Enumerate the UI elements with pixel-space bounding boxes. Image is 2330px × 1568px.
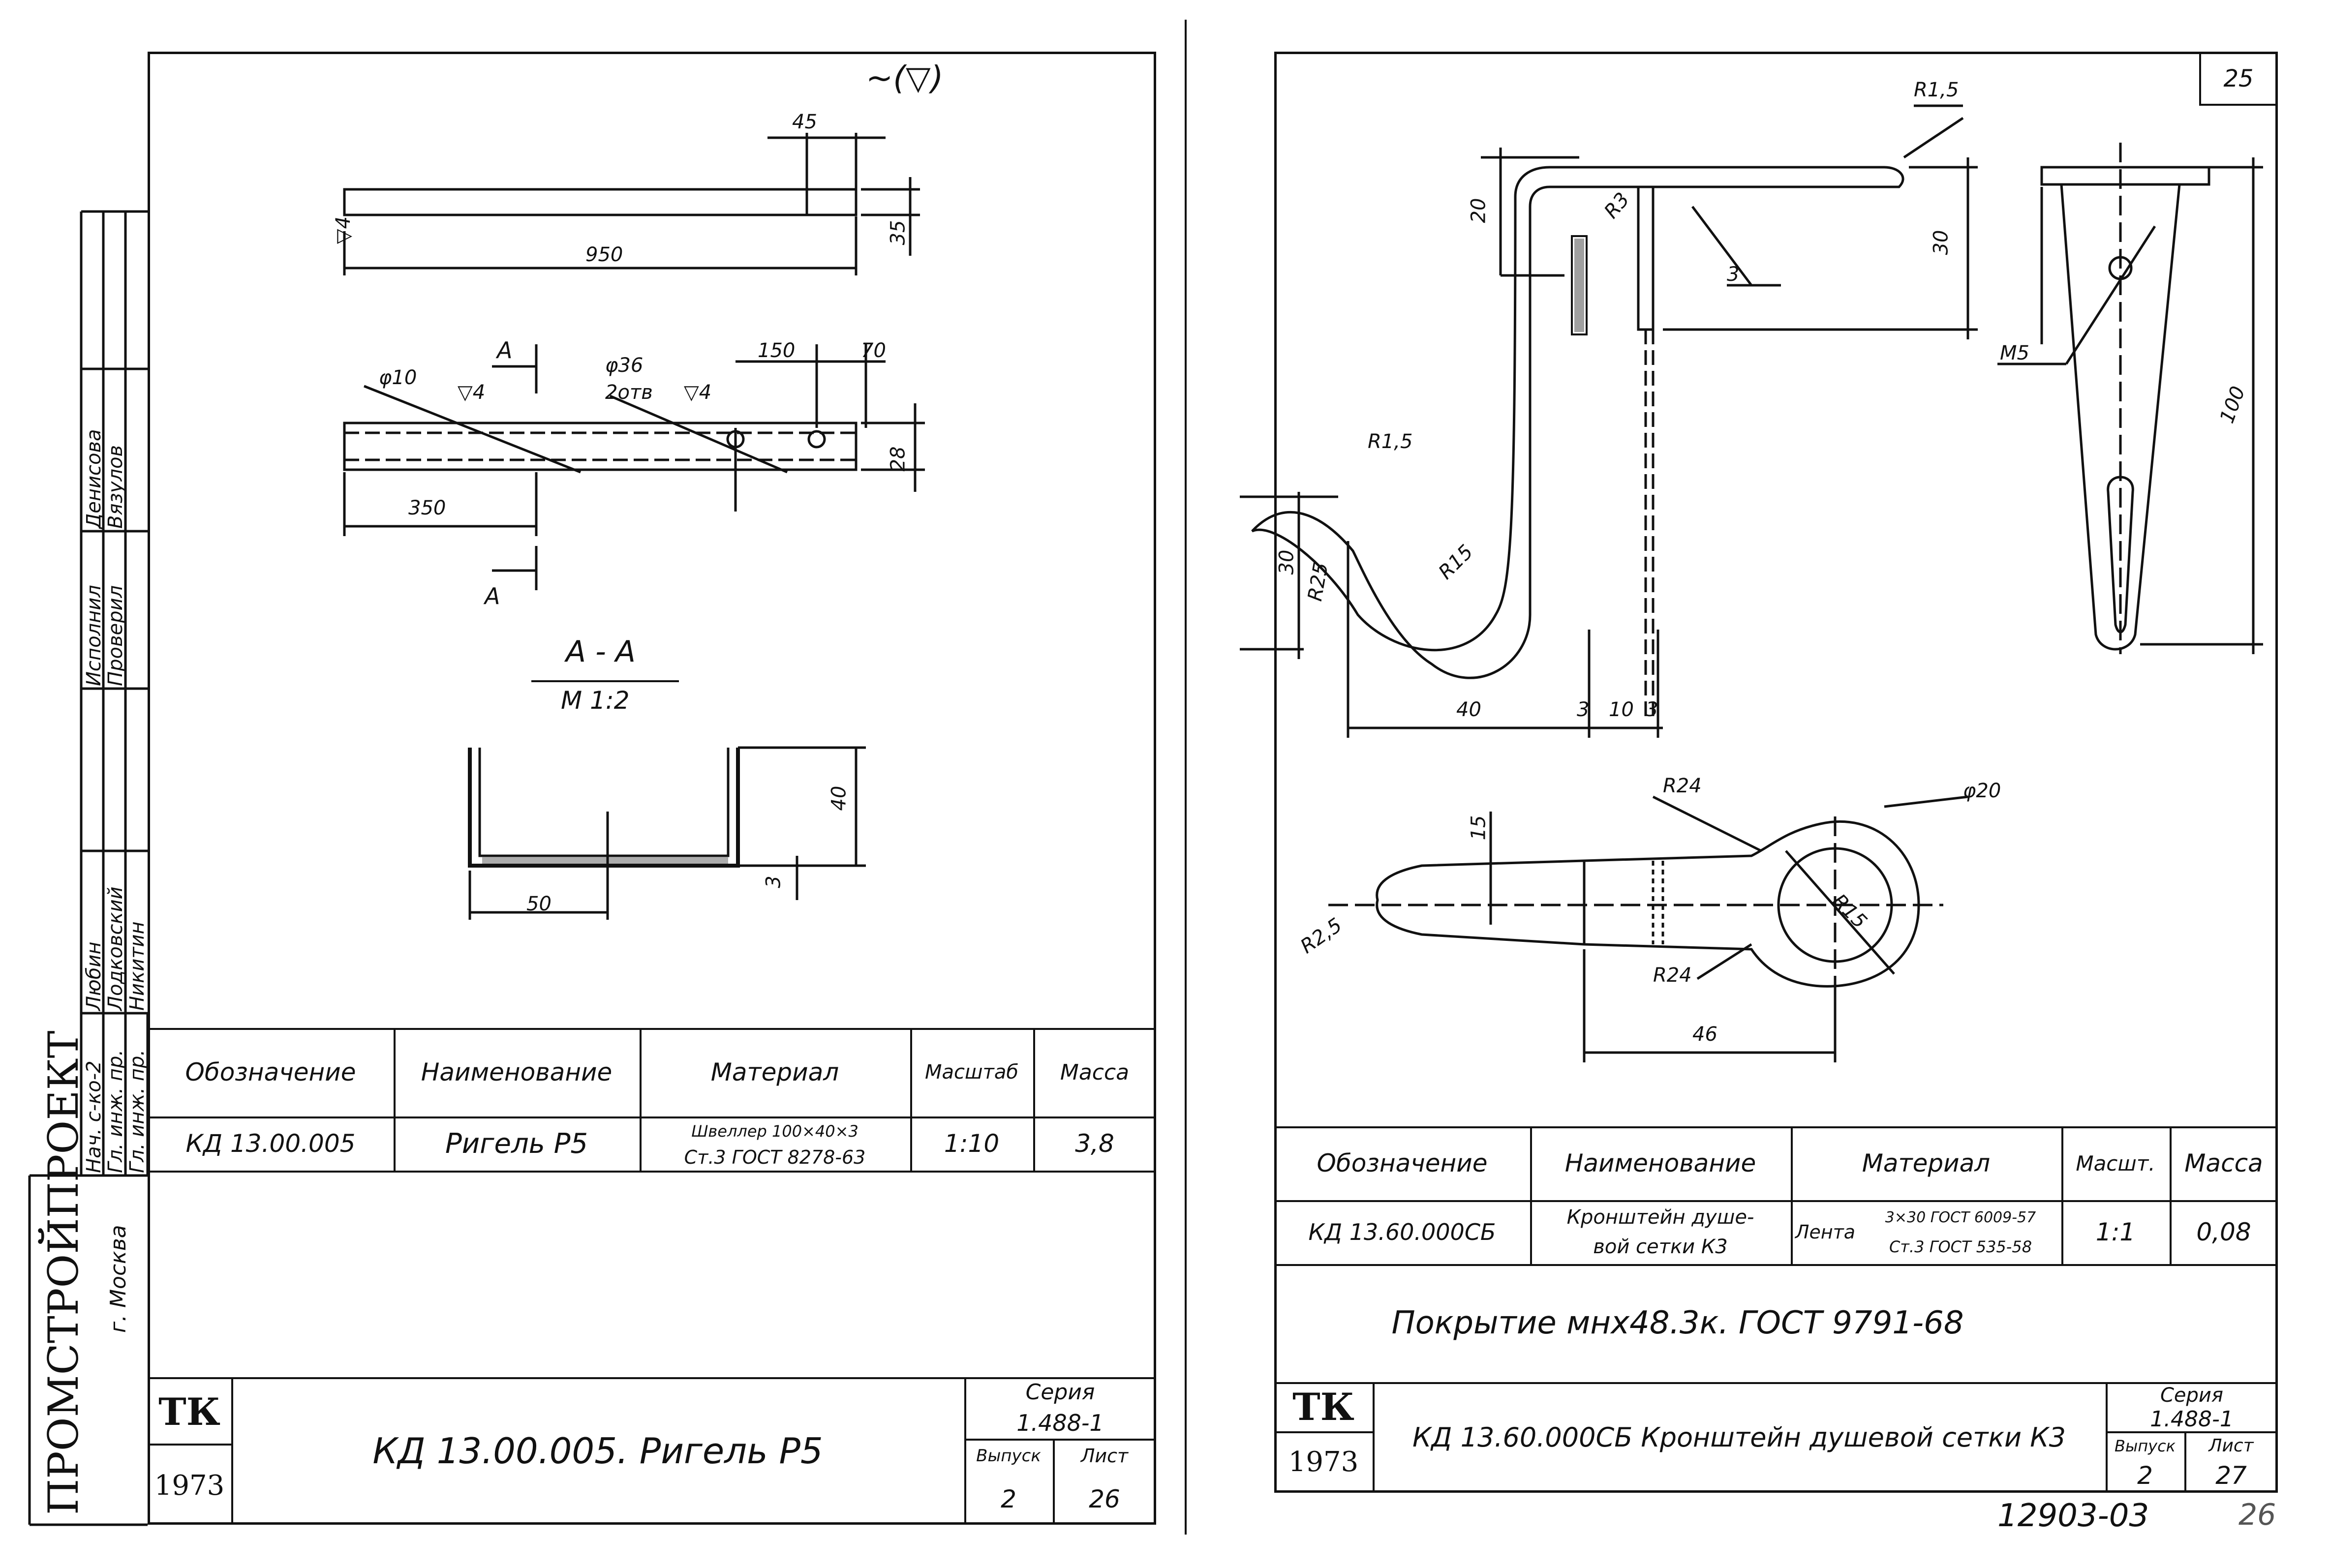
right-row-scale: 1:1 <box>2095 1218 2136 1246</box>
signature-name-4: Денисова <box>83 429 105 529</box>
right-series-label: Серия <box>2160 1384 2223 1407</box>
org-name: ПРОМСТРОЙПРОЕКТ <box>39 1030 88 1515</box>
dim-rough-4-a: ▽4 <box>332 216 355 244</box>
signature-name-2: Лодковский <box>104 886 127 1011</box>
left-row-scale: 1:10 <box>944 1129 1000 1158</box>
dim-end-to-hole: 70 <box>861 339 886 362</box>
left-year: 1973 <box>154 1469 225 1502</box>
doc-number: 12903-03 <box>1997 1498 2149 1534</box>
left-sheet-label: Лист <box>1080 1445 1129 1467</box>
org-city: г. Москва <box>106 1225 131 1333</box>
dim-from-start: 350 <box>408 497 446 519</box>
dim-r24-bottom: R24 <box>1653 964 1692 987</box>
left-row-material-2: Ст.3 ГОСТ 8278-63 <box>684 1146 866 1168</box>
dim-3-weld: 3 <box>1727 263 1740 286</box>
left-issue: 2 <box>1001 1484 1016 1513</box>
dim-hole-small: φ10 <box>379 366 417 389</box>
left-row-mass: 3,8 <box>1075 1129 1114 1158</box>
left-header-designation: Обозначение <box>185 1058 356 1086</box>
cut-label-top: А <box>497 337 513 363</box>
signature-role-5: Проверил <box>104 585 127 686</box>
dim-30: 30 <box>1930 230 1953 255</box>
left-header-name: Наименование <box>421 1058 613 1086</box>
cut-label-bottom: А <box>485 583 500 609</box>
signature-role-3: Гл. инж. пр. <box>126 1049 149 1173</box>
right-row-material-2: Ст.3 ГОСТ 535-58 <box>1889 1237 2032 1256</box>
dim-r15-top: R1,5 <box>1914 79 1959 101</box>
dim-rough-4-c: ▽4 <box>684 381 712 404</box>
right-sheet-frame <box>1274 52 2278 1493</box>
coating-note: Покрытие мнх48.3к. ГОСТ 9791-68 <box>1391 1305 1964 1341</box>
dim-height: 35 <box>887 220 910 245</box>
right-row-mass: 0,08 <box>2196 1218 2251 1246</box>
dim-46: 46 <box>1692 1023 1717 1046</box>
dim-section-height: 40 <box>828 785 851 811</box>
right-tk-logo: ТК <box>1292 1385 1354 1429</box>
dim-rough-4-b: ▽4 <box>458 381 486 404</box>
roughness-mark: ~(▽) <box>866 59 944 97</box>
right-row-name-2: вой сетки К3 <box>1593 1236 1728 1258</box>
right-sheet-number: 27 <box>2215 1461 2247 1490</box>
left-header-mass: Масса <box>1060 1059 1130 1085</box>
signature-role-1: Нач. с-ко-2 <box>83 1060 105 1173</box>
corner-number: 25 <box>2223 65 2254 92</box>
right-header-mass: Масса <box>2184 1149 2263 1177</box>
dim-40: 40 <box>1456 698 1481 721</box>
right-title: КД 13.60.000СБ Кронштейн душевой сетки К… <box>1412 1422 2066 1453</box>
signature-role-4: Исполнил <box>83 585 105 686</box>
left-series: 1.488-1 <box>1016 1409 1104 1436</box>
corner-number-box <box>2199 52 2278 106</box>
signature-name-3: Никитин <box>126 921 149 1011</box>
dim-r24-top: R24 <box>1663 775 1702 797</box>
right-row-material-prefix: Лента <box>1795 1221 1856 1243</box>
right-issue-label: Выпуск <box>2115 1436 2176 1455</box>
right-header-scale: Масшт. <box>2076 1151 2155 1176</box>
dim-30-left: 30 <box>1275 549 1298 575</box>
left-row-name: Ригель Р5 <box>445 1127 588 1160</box>
signature-name-5: Вязулов <box>104 445 127 529</box>
right-row-name-1: Кронштейн душе- <box>1566 1206 1754 1229</box>
dim-hole-count: 2отв <box>605 381 653 404</box>
left-header-scale: Масштаб <box>924 1061 1019 1084</box>
dim-overall-length: 950 <box>585 243 623 266</box>
right-header-name: Наименование <box>1564 1149 1756 1177</box>
dim-10: 10 <box>1609 698 1634 721</box>
section-title: А - А <box>566 634 636 669</box>
dim-3b: 3 <box>1646 698 1658 721</box>
dim-20: 20 <box>1467 198 1490 223</box>
left-tk-logo: ТК <box>158 1389 220 1434</box>
left-sheet-number: 26 <box>1089 1484 1120 1513</box>
left-series-label: Серия <box>1025 1379 1095 1405</box>
dim-end-cut: 45 <box>792 111 817 133</box>
right-series: 1.488-1 <box>2150 1406 2234 1432</box>
page-number: 26 <box>2238 1498 2276 1532</box>
signature-role-2: Гл. инж. пр. <box>104 1049 127 1173</box>
left-issue-label: Выпуск <box>976 1446 1041 1466</box>
dim-m5: M5 <box>2000 342 2029 364</box>
right-header-material: Материал <box>1862 1149 1991 1177</box>
dim-width-28: 28 <box>887 446 910 472</box>
dim-hole-large: φ36 <box>605 354 644 377</box>
dim-phi20: φ20 <box>1963 780 2001 802</box>
left-sheet-frame <box>148 52 1156 1525</box>
dim-section-thickness: 3 <box>762 875 785 888</box>
dim-hole-pitch: 150 <box>758 339 796 362</box>
left-row-material-1: Швеллер 100×40×3 <box>691 1121 858 1141</box>
right-sheet-label: Лист <box>2208 1436 2254 1456</box>
dim-section-width: 50 <box>526 893 552 915</box>
left-header-material: Материал <box>710 1058 839 1086</box>
dim-r15-hook: R1,5 <box>1368 430 1413 453</box>
right-issue: 2 <box>2137 1461 2153 1490</box>
section-scale: М 1:2 <box>561 686 630 715</box>
right-year: 1973 <box>1288 1446 1359 1478</box>
dim-15: 15 <box>1467 815 1490 841</box>
dim-3a: 3 <box>1577 698 1590 721</box>
left-title: КД 13.00.005. Ригель Р5 <box>372 1430 823 1472</box>
left-row-designation: КД 13.00.005 <box>185 1129 356 1158</box>
right-header-designation: Обозначение <box>1317 1149 1488 1177</box>
right-row-designation: КД 13.60.000СБ <box>1308 1219 1496 1245</box>
signature-name-1: Любин <box>83 941 105 1011</box>
right-row-material-1: 3×30 ГОСТ 6009-57 <box>1885 1208 2036 1226</box>
